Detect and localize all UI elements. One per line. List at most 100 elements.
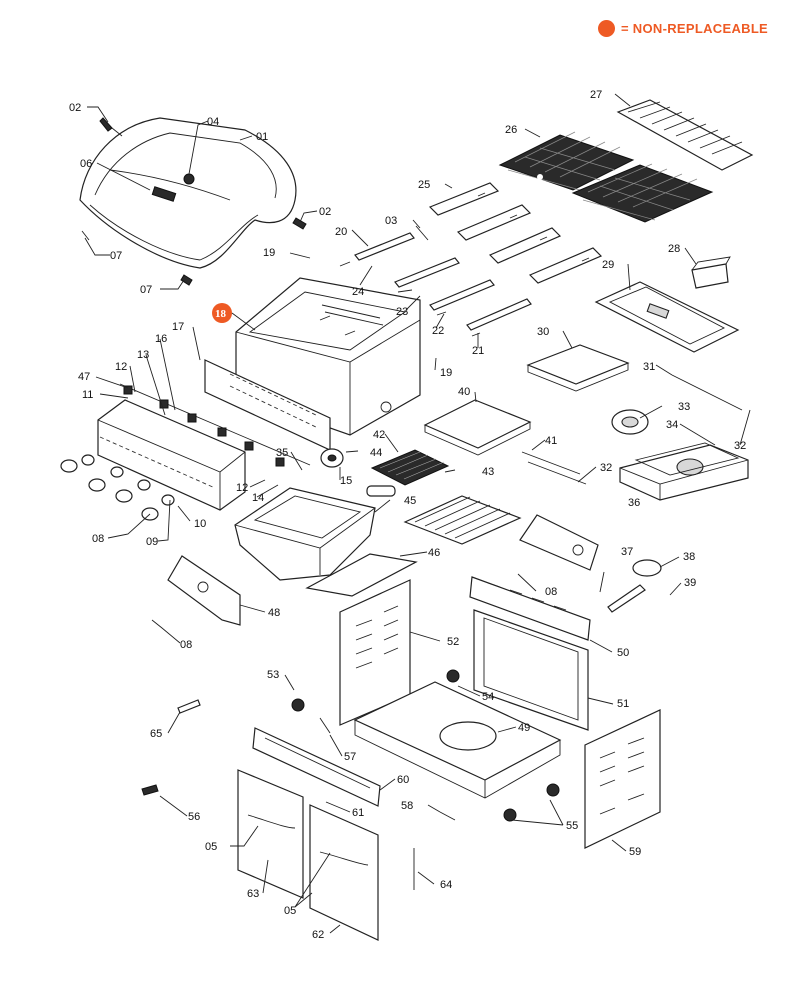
label-19: 19 (440, 367, 452, 379)
label-02: 02 (69, 102, 81, 114)
label-18: 18 (215, 308, 227, 320)
label-12: 12 (115, 361, 127, 373)
label-50: 50 (617, 647, 629, 659)
small-parts (141, 699, 456, 890)
burner-tubes (339, 225, 532, 337)
control-panel (97, 399, 246, 511)
label-14: 14 (252, 492, 264, 504)
label-43: 43 (482, 466, 494, 478)
label-46: 46 (428, 547, 440, 559)
label-19: 19 (263, 247, 275, 259)
label-35: 35 (276, 447, 288, 459)
infrared-cover (423, 399, 532, 456)
label-29: 29 (602, 259, 614, 271)
label-04: 04 (207, 116, 219, 128)
label-64: 64 (440, 879, 452, 891)
label-63: 63 (247, 888, 259, 900)
left-side-panel (167, 555, 241, 626)
label-38: 38 (683, 551, 695, 563)
label-21: 21 (472, 345, 484, 357)
control-knobs (60, 454, 175, 521)
label-60: 60 (397, 774, 409, 786)
side-burner-ring (320, 448, 344, 468)
label-36: 36 (628, 497, 640, 509)
callout-labels: 02 04 01 06 07 07 02 03 19 20 25 26 27 2… (69, 89, 746, 941)
label-40: 40 (458, 386, 470, 398)
lid-hinge-screw (81, 117, 307, 286)
label-45: 45 (404, 495, 416, 507)
label-08: 08 (180, 639, 192, 651)
back-panel (473, 609, 589, 731)
label-58: 58 (401, 800, 413, 812)
legend: = NON-REPLACEABLE (598, 20, 768, 37)
label-12: 12 (236, 482, 248, 494)
label-57: 57 (344, 751, 356, 763)
label-32: 32 (600, 462, 612, 474)
label-23: 23 (396, 306, 408, 318)
lid (79, 117, 297, 269)
leader-lines (84, 93, 751, 934)
side-burner-housing (619, 442, 749, 501)
flame-tamers (428, 182, 603, 284)
label-52: 52 (447, 636, 459, 648)
cart-base (353, 681, 562, 799)
sear-box (234, 487, 376, 581)
label-06: 06 (80, 158, 92, 170)
label-09: 09 (146, 536, 158, 548)
warming-rack (616, 99, 754, 171)
label-11: 11 (82, 389, 93, 401)
label-27: 27 (590, 89, 602, 101)
right-door (309, 804, 379, 941)
label-17: 17 (172, 321, 184, 333)
right-cabinet-wall (584, 709, 661, 849)
door-frame-top (252, 727, 381, 807)
side-burner-tubes (521, 451, 587, 485)
label-02: 02 (319, 206, 331, 218)
label-44: 44 (370, 447, 382, 459)
label-48: 48 (268, 607, 280, 619)
label-32: 32 (734, 440, 746, 452)
label-07: 07 (140, 284, 152, 296)
label-61: 61 (352, 807, 364, 819)
label-56: 56 (188, 811, 200, 823)
casters (291, 669, 560, 822)
label-03: 03 (385, 215, 397, 227)
label-47: 47 (78, 371, 90, 383)
label-26: 26 (505, 124, 517, 136)
cooking-grate-left (498, 131, 635, 191)
label-41: 41 (545, 435, 557, 447)
label-13: 13 (137, 349, 149, 361)
label-01: 01 (256, 131, 268, 143)
label-15: 15 (340, 475, 352, 487)
manifold-valves (119, 383, 311, 467)
label-42: 42 (373, 429, 385, 441)
callout-18-non-replaceable: 18 (212, 303, 256, 331)
label-62: 62 (312, 929, 324, 941)
label-49: 49 (518, 722, 530, 734)
label-28: 28 (668, 243, 680, 255)
label-37: 37 (621, 546, 633, 558)
label-20: 20 (335, 226, 347, 238)
label-16: 16 (155, 333, 167, 345)
label-59: 59 (629, 846, 641, 858)
label-34: 34 (666, 419, 678, 431)
side-burner-lid (526, 344, 630, 392)
label-24: 24 (352, 286, 364, 298)
label-51: 51 (617, 698, 629, 710)
label-65: 65 (150, 728, 162, 740)
label-55: 55 (566, 820, 578, 832)
label-10: 10 (194, 518, 206, 530)
label-05: 05 (284, 905, 296, 917)
gas-regulator (607, 559, 662, 613)
legend-text: = NON-REPLACEABLE (621, 21, 769, 36)
label-33: 33 (678, 401, 690, 413)
label-07: 07 (110, 250, 122, 262)
label-30: 30 (537, 326, 549, 338)
side-burner-grate (403, 495, 522, 545)
back-panel-top (469, 576, 591, 641)
label-31: 31 (643, 361, 655, 373)
label-39: 39 (684, 577, 696, 589)
label-54: 54 (482, 691, 494, 703)
grease-cup (691, 256, 731, 289)
